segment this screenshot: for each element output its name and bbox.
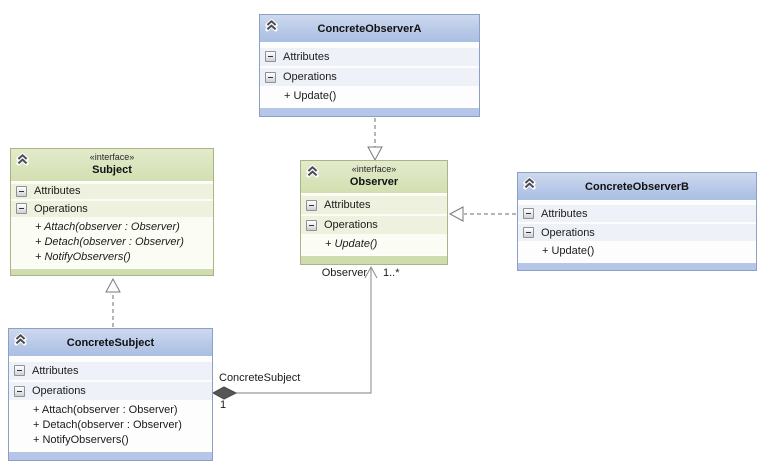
operations-label: Operations <box>541 226 595 239</box>
class-box-observer[interactable]: «interface» Observer Attributes Operatio… <box>300 160 448 265</box>
bottom-strip <box>518 261 756 270</box>
stereotype-label: «interface» <box>89 152 135 162</box>
association-source-multiplicity: 1 <box>220 399 227 411</box>
expander-minus-icon[interactable] <box>523 227 534 239</box>
collapse-chevron-icon[interactable] <box>264 18 279 33</box>
composition-diamond-icon <box>211 386 238 400</box>
association-target-multiplicity: 1..* <box>383 267 400 279</box>
class-box-concreteobserverb[interactable]: ConcreteObserverB Attributes Operations … <box>517 172 757 271</box>
operations-label: Operations <box>324 219 378 232</box>
class-header: ConcreteSubject <box>9 329 212 357</box>
bottom-strip <box>260 107 479 116</box>
operations-label: Operations <box>283 71 337 84</box>
operations-row[interactable]: Operations <box>9 382 212 401</box>
operations-list: + Update() <box>301 236 447 255</box>
operations-row[interactable]: Operations <box>518 224 756 241</box>
operations-list: + Update() <box>260 88 479 107</box>
bottom-strip <box>11 267 213 275</box>
expander-minus-icon[interactable] <box>265 51 276 63</box>
expander-minus-icon[interactable] <box>306 199 317 211</box>
attributes-label: Attributes <box>283 50 330 63</box>
operation-item[interactable]: + Detach(observer : Observer) <box>33 419 182 432</box>
class-box-concretesubject[interactable]: ConcreteSubject Attributes Operations + … <box>8 328 213 461</box>
expander-minus-icon[interactable] <box>16 185 27 197</box>
expander-minus-icon[interactable] <box>14 365 25 377</box>
operation-item[interactable]: + Attach(observer : Observer) <box>35 220 180 233</box>
class-title: ConcreteSubject <box>66 336 155 349</box>
attributes-label: Attributes <box>324 199 371 212</box>
operation-item[interactable]: + Update() <box>325 238 378 251</box>
expander-minus-icon[interactable] <box>306 219 317 231</box>
bottom-strip <box>9 451 212 460</box>
attributes-label: Attributes <box>541 207 588 220</box>
collapse-chevron-icon[interactable] <box>522 176 537 191</box>
bottom-strip <box>301 255 447 264</box>
operations-label: Operations <box>32 385 86 398</box>
class-header: ConcreteObserverA <box>260 15 479 43</box>
association-source-label: ConcreteSubject <box>219 372 301 384</box>
operation-item[interactable]: + Detach(observer : Observer) <box>35 235 184 248</box>
class-title: Subject <box>92 164 132 176</box>
expander-minus-icon[interactable] <box>14 385 25 397</box>
class-header: ConcreteObserverB <box>518 173 756 201</box>
operations-row[interactable]: Operations <box>260 68 479 87</box>
operation-item[interactable]: + NotifyObservers() <box>33 434 129 447</box>
operations-row[interactable]: Operations <box>11 201 213 217</box>
class-box-concreteobservera[interactable]: ConcreteObserverA Attributes Operations … <box>259 14 480 117</box>
stereotype-label: «interface» <box>351 164 397 174</box>
attributes-row[interactable]: Attributes <box>11 183 213 200</box>
attributes-row[interactable]: Attributes <box>518 205 756 223</box>
expander-minus-icon[interactable] <box>523 208 534 220</box>
operations-list: + Attach(observer : Observer) + Detach(ob… <box>9 402 212 451</box>
operation-item[interactable]: + Attach(observer : Observer) <box>33 404 178 417</box>
operation-item[interactable]: + NotifyObservers() <box>35 250 131 263</box>
operations-row[interactable]: Operations <box>301 216 447 235</box>
expander-minus-icon[interactable] <box>16 203 27 215</box>
attributes-row[interactable]: Attributes <box>260 47 479 67</box>
collapse-chevron-icon[interactable] <box>13 332 28 347</box>
class-title: ConcreteObserverA <box>317 22 422 35</box>
class-box-subject[interactable]: «interface» Subject Attributes Operation… <box>10 148 214 276</box>
attributes-label: Attributes <box>32 364 79 377</box>
class-title: Observer <box>349 176 399 188</box>
operations-list: + Attach(observer : Observer) + Detach(ob… <box>11 219 213 268</box>
realization-concretesubject-subject[interactable] <box>105 277 121 327</box>
collapse-chevron-icon[interactable] <box>305 164 320 179</box>
attributes-row[interactable]: Attributes <box>301 195 447 215</box>
realization-concreteobservera-observer[interactable] <box>367 118 383 162</box>
class-header: «interface» Observer <box>301 161 447 194</box>
association-target-label: Observer <box>321 267 367 279</box>
operations-label: Operations <box>34 202 88 215</box>
collapse-chevron-icon[interactable] <box>15 152 30 167</box>
class-title: ConcreteObserverB <box>585 180 689 193</box>
attributes-row[interactable]: Attributes <box>9 361 212 381</box>
class-header: «interface» Subject <box>11 149 213 182</box>
expander-minus-icon[interactable] <box>265 71 276 83</box>
operation-item[interactable]: + Update() <box>542 244 595 257</box>
operation-item[interactable]: + Update() <box>284 90 337 103</box>
operations-list: + Update() <box>518 243 756 262</box>
realization-concreteobserverb-observer[interactable] <box>448 206 516 222</box>
attributes-label: Attributes <box>34 185 81 198</box>
